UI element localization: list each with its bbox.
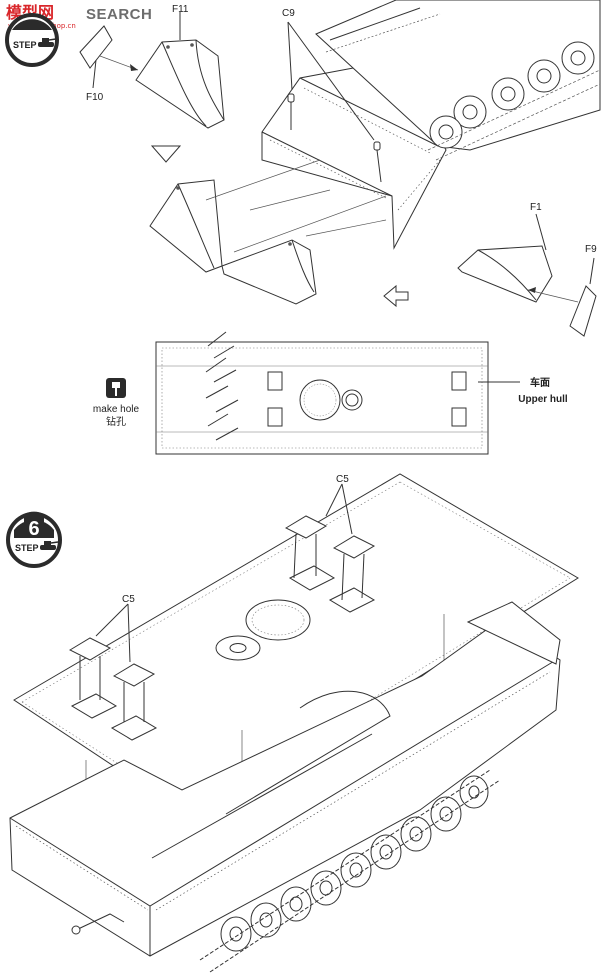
label-make-hole: make hole [93,404,140,415]
drill-arrows [205,331,239,441]
part-f1 [457,213,553,303]
label-c5-top: C5 [336,474,349,485]
label-f9: F9 [585,244,597,255]
step-label: STEP [15,543,39,553]
label-upper-hull-en: Upper hull [518,394,568,405]
label-f1: F1 [530,202,542,213]
watermark-brand-gray: SEARCH [86,6,152,23]
part-front-plates [149,159,387,305]
tank-icon [38,38,57,47]
hull-front-upper [261,0,601,250]
upper-hull-plan [155,331,520,455]
label-make-hole-cn: 钻孔 [106,415,126,428]
hull-deck [13,473,579,819]
road-wheels [220,775,489,952]
part-c5-left [68,603,156,722]
step-badge-6: 6 STEP [6,511,62,568]
label-f10: F10 [86,92,104,103]
part-c5-top [284,483,376,601]
label-upper-hull-cn: 车面 [530,376,550,389]
label-c9: C9 [282,8,295,19]
lower-hull [9,601,561,973]
part-f9-plate [527,257,597,337]
left-arrow-icon [383,284,409,308]
label-f11: F11 [172,4,189,15]
part-f10-plate [79,25,139,89]
drill-icon [106,378,126,398]
step-label: STEP [13,40,37,50]
step-number: 6 [28,518,39,540]
part-f11 [135,12,225,129]
tank-icon [40,541,59,550]
label-c5-left: C5 [122,594,135,605]
step-badge-5: STEP [5,13,59,67]
down-arrow-icon [150,145,182,163]
